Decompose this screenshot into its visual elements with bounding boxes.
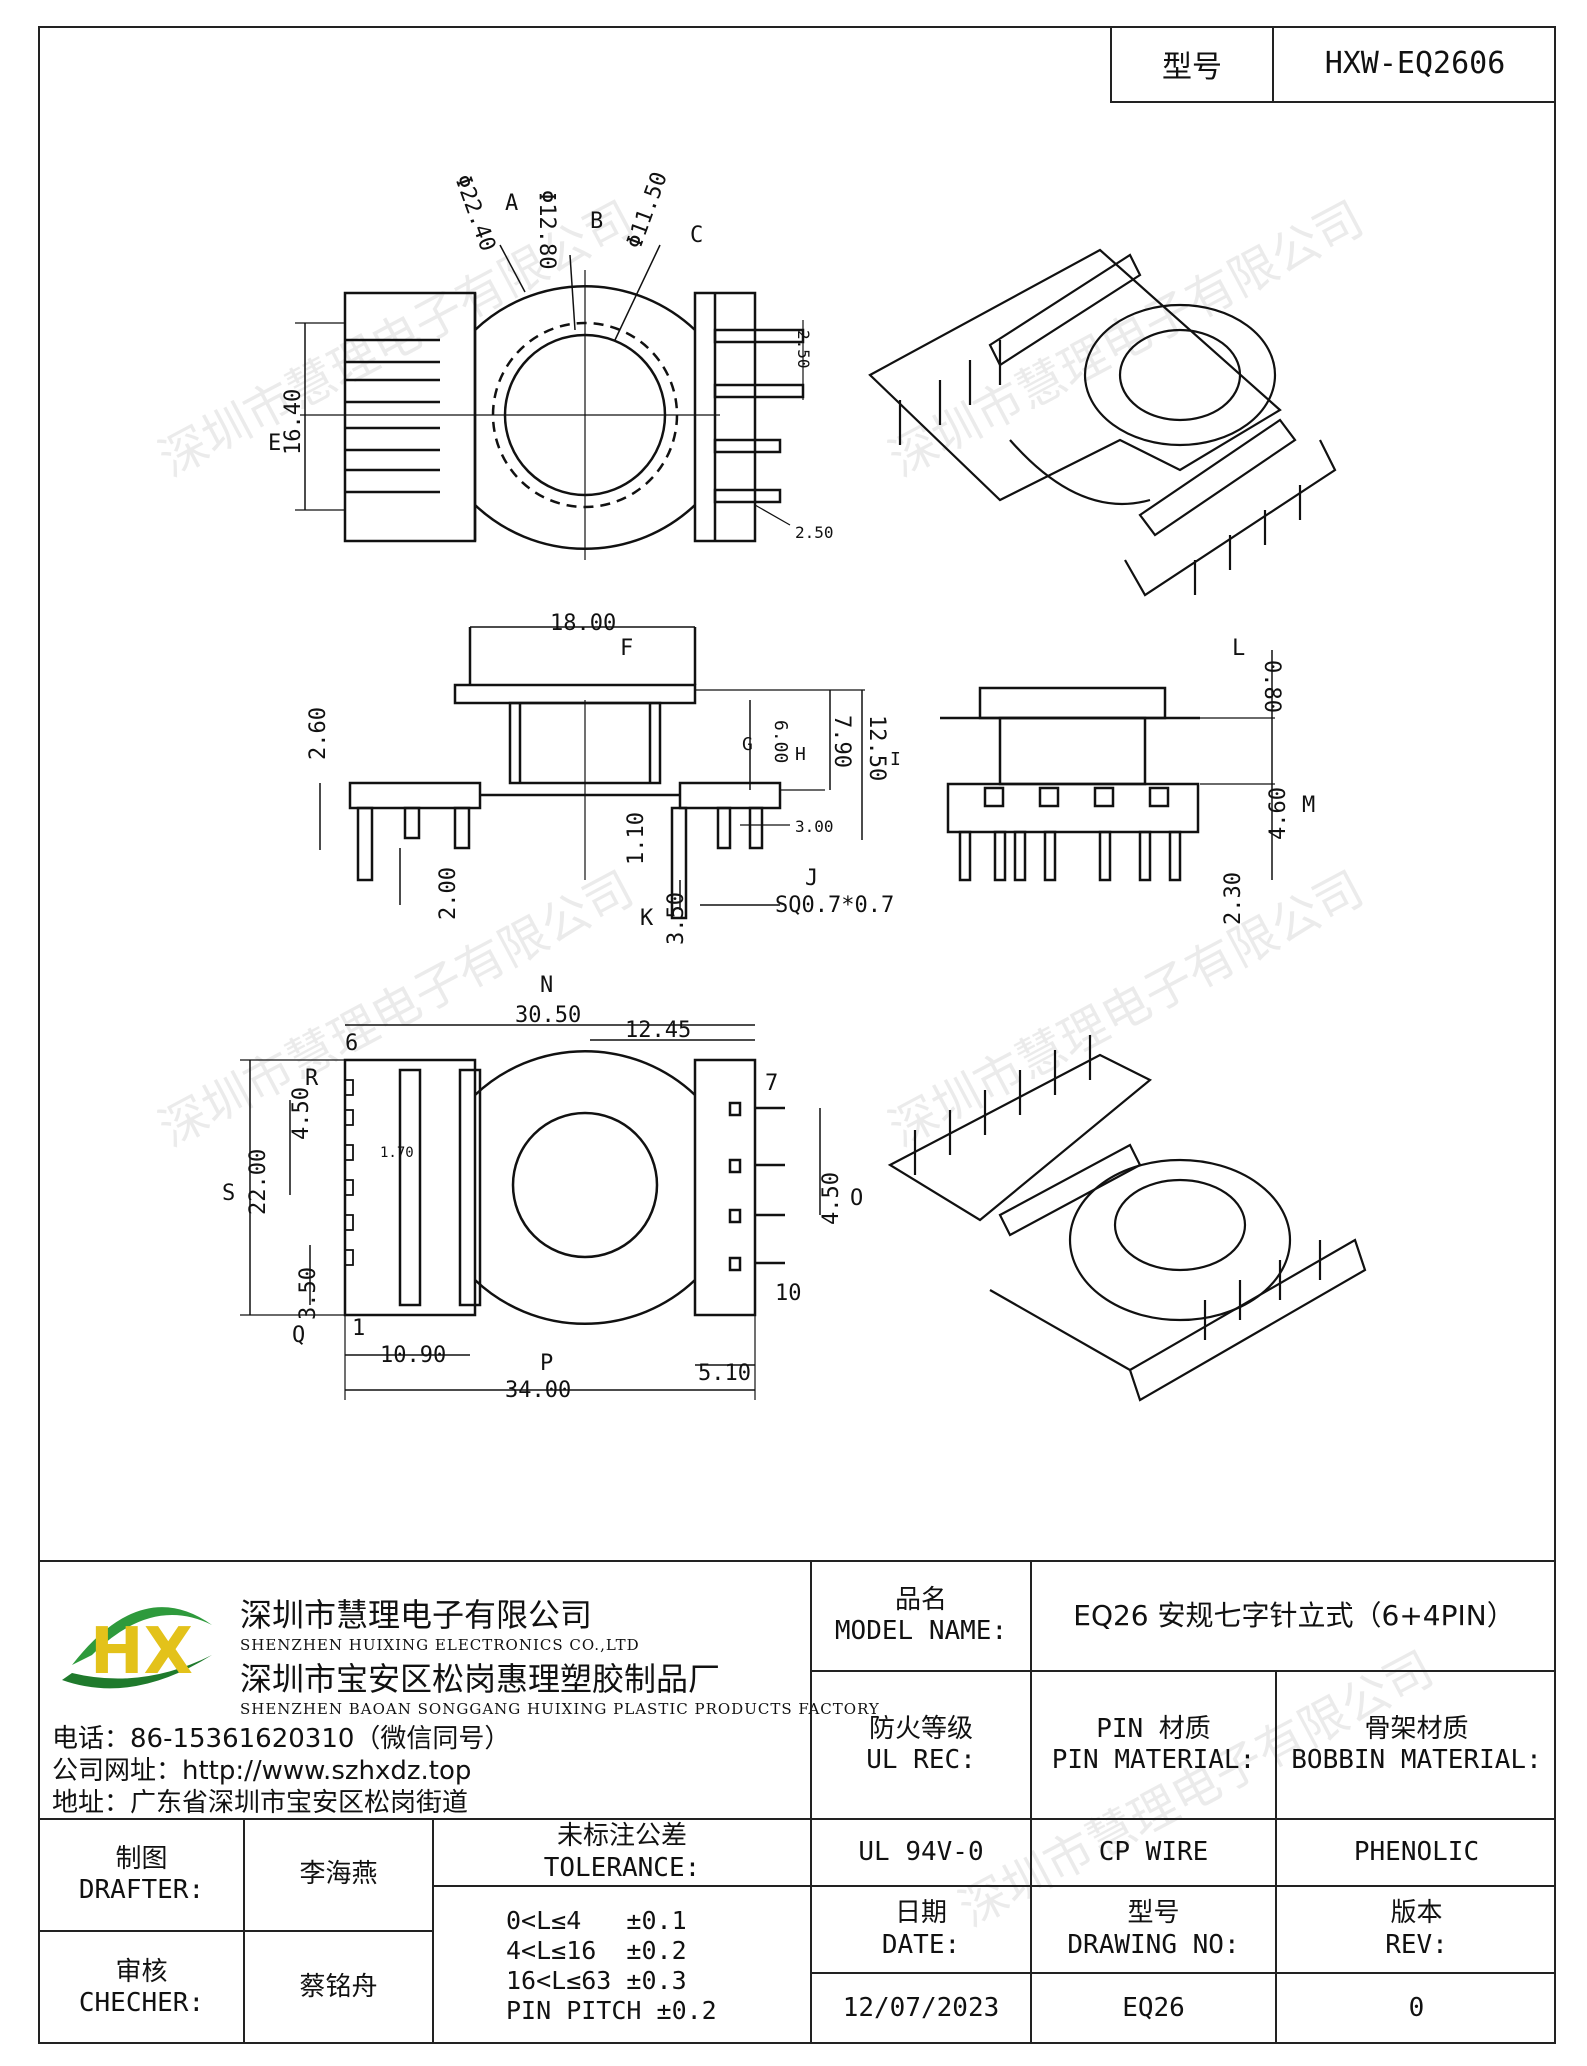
dim-d-inner: Φ11.50 (622, 169, 673, 252)
bottom-view (240, 1024, 821, 1400)
company-name-2: 深圳市宝安区松岗惠理塑胶制品厂 (240, 1660, 721, 1698)
contact-address: 地址：广东省深圳市宝安区松岗街道 (52, 1788, 469, 1818)
dim-1-10: 1.10 (624, 812, 649, 865)
dim-pin-sq: SQ0.7*0.7 (775, 893, 894, 918)
tag-s: S (222, 1181, 235, 1206)
contact-website: 公司网址：http://www.szhxdz.top (52, 1756, 472, 1786)
tag-q: Q (292, 1323, 305, 1348)
drafter-value: 李海燕 (299, 1859, 378, 1890)
dim-18-00: 18.00 (550, 611, 616, 636)
dim-pitch-top: 2.50 (794, 330, 813, 369)
model-value: HXW-EQ2606 (1324, 46, 1506, 81)
dim-6-00: 6.00 (770, 720, 791, 763)
drawing-no-label: 型号 DRAWING NO: (1067, 1898, 1240, 1960)
bobbin-material-value: PHENOLIC (1353, 1836, 1480, 1867)
dim-22-00: 22.00 (246, 1149, 271, 1215)
pin-7: 7 (765, 1071, 778, 1096)
drawing-no-value: EQ26 (1122, 1993, 1185, 2024)
tag-r: R (305, 1066, 319, 1091)
dim-3-00: 3.00 (795, 817, 834, 836)
dim-16-40: 16.40 (281, 389, 306, 455)
checker-value: 蔡铭舟 (299, 1972, 378, 2003)
company-name-1: 深圳市慧理电子有限公司 (240, 1596, 593, 1634)
tag-l: L (1232, 636, 1245, 661)
dim-7-90: 7.90 (829, 715, 854, 768)
drawing-frame (38, 26, 1556, 2044)
tag-o: O (850, 1186, 863, 1211)
dim-5-10: 5.10 (698, 1361, 751, 1386)
dim-12-50: 12.50 (864, 715, 889, 781)
pin-10: 10 (775, 1281, 802, 1306)
tag-a: A (505, 191, 518, 216)
tag-e: E (268, 431, 281, 456)
pin-1: 1 (352, 1316, 365, 1341)
model-name-label: 品名 MODEL NAME: (834, 1584, 1008, 1646)
tolerance-label: 未标注公差 TOLERANCE: (543, 1821, 701, 1883)
top-view (295, 244, 805, 560)
tag-i: I (890, 749, 901, 770)
tag-h: H (795, 744, 806, 765)
dim-d-mid: Φ12.80 (534, 190, 559, 269)
dim-1-70: 1.70 (380, 1145, 414, 1161)
rev-value: 0 (1408, 1993, 1425, 2024)
dim-4-50-left: 4.50 (289, 1087, 314, 1140)
svg-text:HX: HX (90, 1615, 193, 1689)
dim-34-00: 34.00 (505, 1378, 571, 1403)
tag-m: M (1302, 793, 1315, 818)
dim-4-60: 4.60 (1266, 787, 1291, 840)
dim-2-00: 2.00 (436, 867, 461, 920)
ul-rec-label: 防火等级 UL REC: (866, 1713, 976, 1775)
ul-rec-value: UL 94V-0 (858, 1836, 984, 1867)
date-label: 日期 DATE: (881, 1898, 961, 1960)
tag-c: C (690, 223, 703, 248)
contact-phone: 电话：86-15361620310（微信同号） (52, 1724, 511, 1754)
dim-3-50-b: 3.50 (296, 1267, 321, 1320)
dim-30-50: 30.50 (515, 1003, 581, 1028)
iso-view-bottom (887, 1035, 1367, 1402)
tag-b: B (590, 209, 603, 234)
dim-10-90: 10.90 (380, 1343, 446, 1368)
model-label: 型号 (1112, 26, 1274, 101)
tag-g: G (742, 734, 753, 755)
dim-pitch-bottom: 2.50 (795, 523, 834, 542)
dim-2-30: 2.30 (1221, 872, 1246, 925)
date-value: 12/07/2023 (842, 1993, 1000, 2024)
dim-2-60: 2.60 (306, 707, 331, 760)
dim-12-45: 12.45 (625, 1018, 691, 1043)
technical-drawing: Φ22.40 Φ12.80 Φ11.50 A B C 16.40 E 2.50 … (222, 169, 1367, 1403)
title-block-top-line (38, 1560, 1556, 1562)
company-name-2-en: SHENZHEN BAOAN SONGGANG HUIXING PLASTIC … (240, 1700, 880, 1718)
dim-0-80: 0.80 (1259, 660, 1284, 713)
right-view (940, 650, 1275, 882)
company-logo: HX (62, 1607, 212, 1689)
checker-label: 审核 CHECHER: (78, 1956, 205, 2018)
iso-view-top (868, 248, 1337, 597)
model-box: 型号 HXW-EQ2606 (1110, 26, 1556, 103)
dim-d-outer: Φ22.40 (449, 172, 500, 255)
tag-k: K (640, 906, 654, 931)
tag-j: J (805, 866, 818, 891)
dim-3-50: 3.50 (664, 892, 689, 945)
tag-p: P (540, 1351, 553, 1376)
dim-4-50-right: 4.50 (819, 1172, 844, 1225)
pin-6: 6 (345, 1031, 358, 1056)
company-name-1-en: SHENZHEN HUIXING ELECTRONICS CO.,LTD (240, 1636, 640, 1654)
pin-material-value: CP WIRE (1098, 1836, 1209, 1867)
tag-n: N (540, 973, 553, 998)
front-view (319, 626, 865, 920)
company-names: 深圳市慧理电子有限公司 SHENZHEN HUIXING ELECTRONICS… (240, 1590, 880, 1718)
drafter-label: 制图 DRAFTER: (78, 1843, 205, 1905)
rev-label: 版本 REV: (1385, 1898, 1448, 1960)
model-name-value: EQ26 安规七字针立式（6+4PIN） (1073, 1599, 1515, 1633)
tag-f: F (620, 636, 633, 661)
bobbin-material-label: 骨架材质 BOBBIN MATERIAL: (1291, 1713, 1542, 1775)
pin-material-label: PIN 材质 PIN MATERIAL: (1051, 1713, 1256, 1775)
tolerance-values: 0<L≤4 ±0.1 4<L≤16 ±0.2 16<L≤63 ±0.3 PIN … (506, 1905, 717, 2025)
